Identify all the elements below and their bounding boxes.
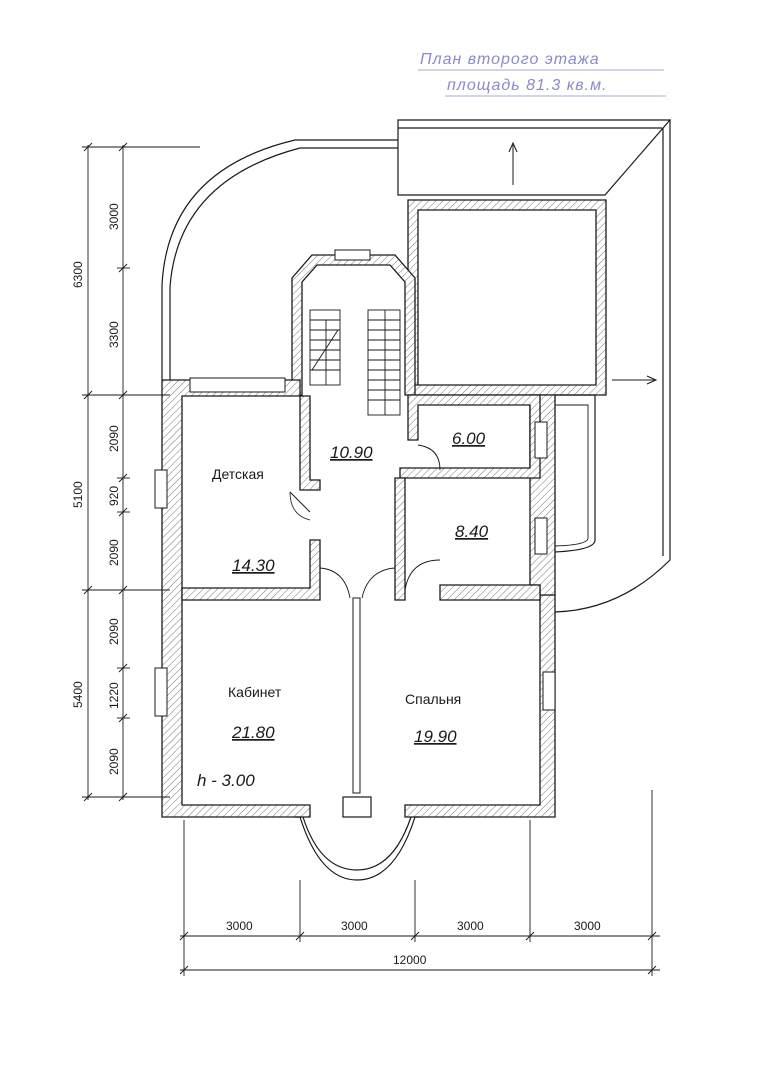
room-name-kabinet: Кабинет — [228, 684, 282, 700]
room-area-kabinet: 21.80 — [231, 723, 275, 742]
dim-left-inner-3: 2090 — [107, 425, 121, 452]
terrace-outline — [161, 119, 672, 613]
dim-bottom-4: 3000 — [574, 919, 601, 933]
bottom-dimensions — [179, 790, 660, 976]
door-swing-bath — [417, 444, 441, 471]
dim-bottom-1: 3000 — [226, 919, 253, 933]
room-area-spalnya: 19.90 — [414, 727, 457, 746]
balcony-right-inner — [554, 404, 589, 547]
wall-outer-left — [161, 379, 311, 818]
wall-upper-right — [407, 199, 607, 396]
room-area-hall: 10.90 — [330, 443, 373, 462]
dim-left-inner-6: 2090 — [107, 618, 121, 645]
room-area-bath-large: 8.40 — [455, 522, 489, 541]
dim-left-inner-2: 3300 — [107, 321, 121, 348]
dim-left-inner-4: 920 — [107, 486, 121, 506]
detskaya-door-swing — [289, 491, 311, 521]
dim-left-inner-5: 2090 — [107, 539, 121, 566]
balcony-right — [554, 394, 596, 553]
detskaya-door-leaf — [289, 491, 311, 513]
dim-left-outer-3: 5400 — [71, 681, 85, 708]
room-area-bath-small: 6.00 — [452, 429, 486, 448]
dim-left-inner-1: 3000 — [107, 203, 121, 230]
wall-bath-large — [394, 477, 541, 601]
dim-bottom-3: 3000 — [457, 919, 484, 933]
dim-bottom-2: 3000 — [341, 919, 368, 933]
stair-window — [334, 249, 371, 261]
room-name-spalnya: Спальня — [405, 691, 461, 707]
dim-left-inner-7: 1220 — [107, 682, 121, 709]
door-swing-left — [319, 567, 351, 599]
side-windows — [154, 421, 556, 717]
left-dimensions — [82, 142, 200, 802]
room-name-detskaya: Детская — [212, 466, 264, 482]
plan-area: площадь 81.3 кв.м. — [447, 77, 607, 94]
door-swing-right — [404, 559, 441, 591]
ceiling-height: h - 3.00 — [197, 771, 255, 790]
arrow-right-head — [646, 375, 658, 385]
arrow-up-head — [508, 141, 518, 153]
chimney — [342, 796, 372, 818]
dim-left-outer-2: 5100 — [71, 481, 85, 508]
partition-center — [352, 597, 361, 794]
wall-detskaya — [181, 395, 321, 601]
bay-window — [295, 816, 420, 881]
window-top-left — [189, 377, 286, 393]
door-swing-mid — [361, 567, 396, 599]
dim-left-inner-8: 2090 — [107, 748, 121, 775]
wall-stair-core — [291, 254, 416, 396]
dim-bottom-total: 12000 — [393, 953, 427, 967]
plan-title: План второго этажа — [420, 51, 600, 68]
dim-left-outer-1: 6300 — [71, 261, 85, 288]
room-area-detskaya: 14.30 — [232, 556, 275, 575]
staircase — [309, 309, 401, 416]
